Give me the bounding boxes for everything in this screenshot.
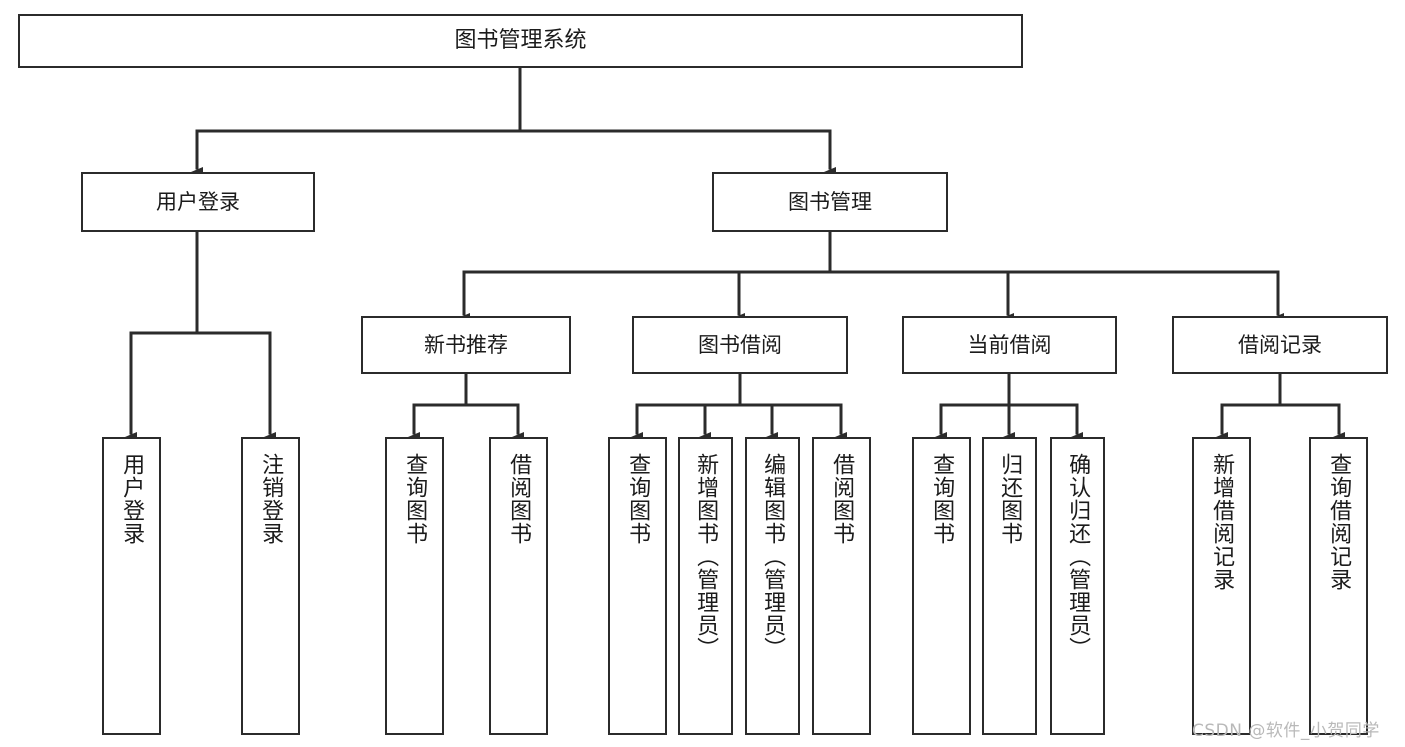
node-leaf-query-record-label: 查询借阅记录 (1326, 453, 1352, 591)
node-borrow-record[interactable]: 借阅记录 (1172, 316, 1388, 374)
node-current-borrow-label: 当前借阅 (967, 332, 1052, 357)
node-leaf-query-book-3-label: 查询图书 (929, 453, 955, 545)
node-leaf-add-book[interactable]: 新增图书（管理员） (678, 437, 733, 735)
node-user-login-label: 用户登录 (156, 189, 240, 214)
node-leaf-borrow-book-2[interactable]: 借阅图书 (812, 437, 871, 735)
node-root[interactable]: 图书管理系统 (18, 14, 1023, 68)
node-leaf-query-book-1-label: 查询图书 (402, 453, 428, 545)
node-leaf-user-login[interactable]: 用户登录 (102, 437, 161, 735)
node-leaf-query-book-3[interactable]: 查询图书 (912, 437, 971, 735)
node-leaf-query-book-1[interactable]: 查询图书 (385, 437, 444, 735)
node-new-book-rec[interactable]: 新书推荐 (361, 316, 571, 374)
node-leaf-confirm-return-label: 确认归还（管理员） (1065, 453, 1091, 660)
node-borrow-record-label: 借阅记录 (1238, 332, 1322, 357)
node-leaf-borrow-book-1-label: 借阅图书 (506, 453, 532, 545)
node-user-login[interactable]: 用户登录 (81, 172, 315, 232)
node-leaf-return-book-label: 归还图书 (997, 453, 1023, 545)
node-new-book-rec-label: 新书推荐 (424, 332, 508, 357)
node-book-borrow[interactable]: 图书借阅 (632, 316, 848, 374)
node-leaf-confirm-return[interactable]: 确认归还（管理员） (1050, 437, 1105, 735)
node-leaf-query-book-2-label: 查询图书 (625, 453, 651, 545)
node-current-borrow[interactable]: 当前借阅 (902, 316, 1117, 374)
node-leaf-query-record[interactable]: 查询借阅记录 (1309, 437, 1368, 735)
node-book-manage[interactable]: 图书管理 (712, 172, 948, 232)
csdn-watermark: CSDN @软件_小贺同学 (1192, 721, 1380, 741)
node-book-manage-label: 图书管理 (788, 189, 872, 214)
node-leaf-edit-book[interactable]: 编辑图书（管理员） (745, 437, 800, 735)
node-leaf-logout[interactable]: 注销登录 (241, 437, 300, 735)
node-leaf-add-book-label: 新增图书（管理员） (693, 453, 719, 660)
node-leaf-edit-book-label: 编辑图书（管理员） (760, 453, 786, 660)
node-leaf-user-login-label: 用户登录 (119, 453, 145, 545)
node-root-label: 图书管理系统 (454, 28, 587, 54)
node-leaf-return-book[interactable]: 归还图书 (982, 437, 1037, 735)
node-leaf-logout-label: 注销登录 (258, 453, 284, 545)
node-leaf-query-book-2[interactable]: 查询图书 (608, 437, 667, 735)
node-leaf-borrow-book-2-label: 借阅图书 (829, 453, 855, 545)
node-leaf-borrow-book-1[interactable]: 借阅图书 (489, 437, 548, 735)
node-book-borrow-label: 图书借阅 (698, 332, 782, 357)
node-leaf-add-record-label: 新增借阅记录 (1209, 453, 1235, 591)
node-leaf-add-record[interactable]: 新增借阅记录 (1192, 437, 1251, 735)
